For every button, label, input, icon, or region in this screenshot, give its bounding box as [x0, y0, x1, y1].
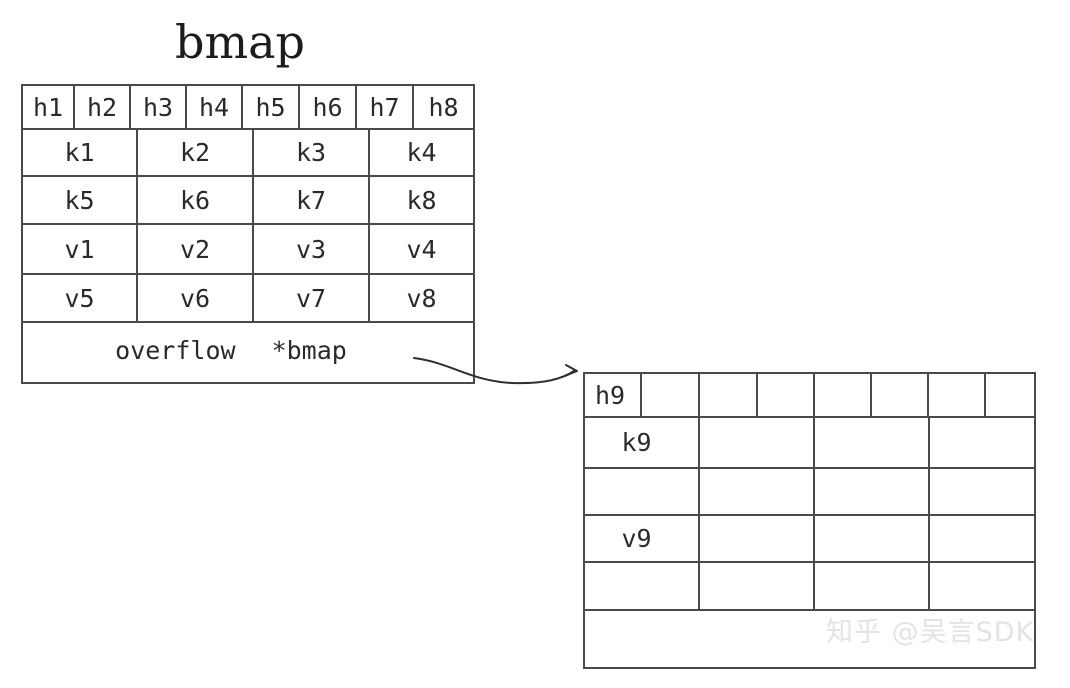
tophash-cell-h4: h4	[187, 86, 243, 128]
tophash-cell-h7: h7	[357, 86, 414, 128]
overflow-pointer-label: *bmap	[271, 336, 347, 365]
overflow-label: overflow	[115, 336, 236, 365]
tophash-cell-r8	[986, 374, 1034, 416]
key-cell-r2b	[700, 469, 815, 514]
value-cell-v1: v1	[23, 225, 138, 273]
tophash-cell-r6	[872, 374, 929, 416]
value-row-1-left: v1 v2 v3 v4	[23, 225, 473, 275]
tophash-cell-h5: h5	[243, 86, 300, 128]
tophash-cell-h1: h1	[23, 86, 75, 128]
value-cell-v6: v6	[138, 275, 254, 321]
key-cell-r2a	[585, 469, 700, 514]
key-cell-k5: k5	[23, 177, 138, 223]
key-cell-k6: k6	[138, 177, 254, 223]
watermark: 知乎 @吴言SDK	[826, 617, 1035, 648]
tophash-cell-r4	[758, 374, 815, 416]
arrowhead-icon	[564, 364, 578, 377]
value-cell-v2: v2	[138, 225, 254, 273]
value-cell-r1c	[815, 516, 930, 561]
value-row-2-left: v5 v6 v7 v8	[23, 275, 473, 323]
tophash-cell-h2: h2	[75, 86, 131, 128]
key-cell-r1b	[700, 418, 815, 467]
value-cell-v8: v8	[406, 283, 437, 313]
value-cell-r2b	[700, 563, 815, 609]
key-cell-k2: k2	[138, 130, 254, 175]
tophash-cell-r5	[815, 374, 872, 416]
tophash-row-left: h1 h2 h3 h4 h5 h6 h7 h8	[23, 86, 473, 130]
value-row-1-right: v9	[585, 516, 1034, 563]
value-cell-r2a	[585, 563, 700, 609]
value-cell-v3: v3	[254, 225, 370, 273]
key-row-2-right	[585, 469, 1034, 516]
page-title: bmap	[175, 15, 305, 69]
tophash-cell-r2	[642, 374, 700, 416]
value-cell-v9: v9	[585, 516, 700, 561]
key-cell-r2d	[930, 469, 1034, 514]
bmap-struct-left: h1 h2 h3 h4 h5 h6 h7 h8 k1 k2 k3 k4 k5 k…	[21, 84, 475, 384]
tophash-cell-h9: h9	[585, 374, 642, 416]
tophash-row-right: h9	[585, 374, 1034, 418]
value-cell-r2d	[930, 563, 1034, 609]
key-row-1-right: k9	[585, 418, 1034, 469]
bmap-struct-right: h9 k9 v9	[583, 372, 1036, 669]
key-cell-r1c	[815, 418, 930, 467]
key-cell-k9: k9	[585, 418, 700, 467]
key-cell-r2c	[815, 469, 930, 514]
key-cell-r1d	[930, 418, 1034, 467]
tophash-cell-h8: h8	[428, 92, 459, 122]
tophash-cell-h3: h3	[131, 86, 187, 128]
tophash-cell-r3	[700, 374, 758, 416]
key-cell-k4: k4	[406, 138, 437, 167]
value-cell-r1b	[700, 516, 815, 561]
value-row-2-right	[585, 563, 1034, 611]
tophash-cell-r7	[929, 374, 986, 416]
key-cell-k8: k8	[406, 185, 437, 215]
overflow-row-left: overflow *bmap	[23, 323, 473, 382]
key-cell-k1: k1	[23, 130, 138, 175]
value-cell-r2c	[815, 563, 930, 609]
value-cell-v5: v5	[23, 275, 138, 321]
key-cell-k3: k3	[254, 130, 370, 175]
value-cell-r1d	[930, 516, 1034, 561]
key-cell-k7: k7	[254, 177, 370, 223]
value-cell-v7: v7	[254, 275, 370, 321]
key-row-2-left: k5 k6 k7 k8	[23, 177, 473, 225]
tophash-cell-h6: h6	[300, 86, 357, 128]
value-cell-v4: v4	[406, 234, 437, 264]
key-row-1-left: k1 k2 k3 k4	[23, 130, 473, 177]
